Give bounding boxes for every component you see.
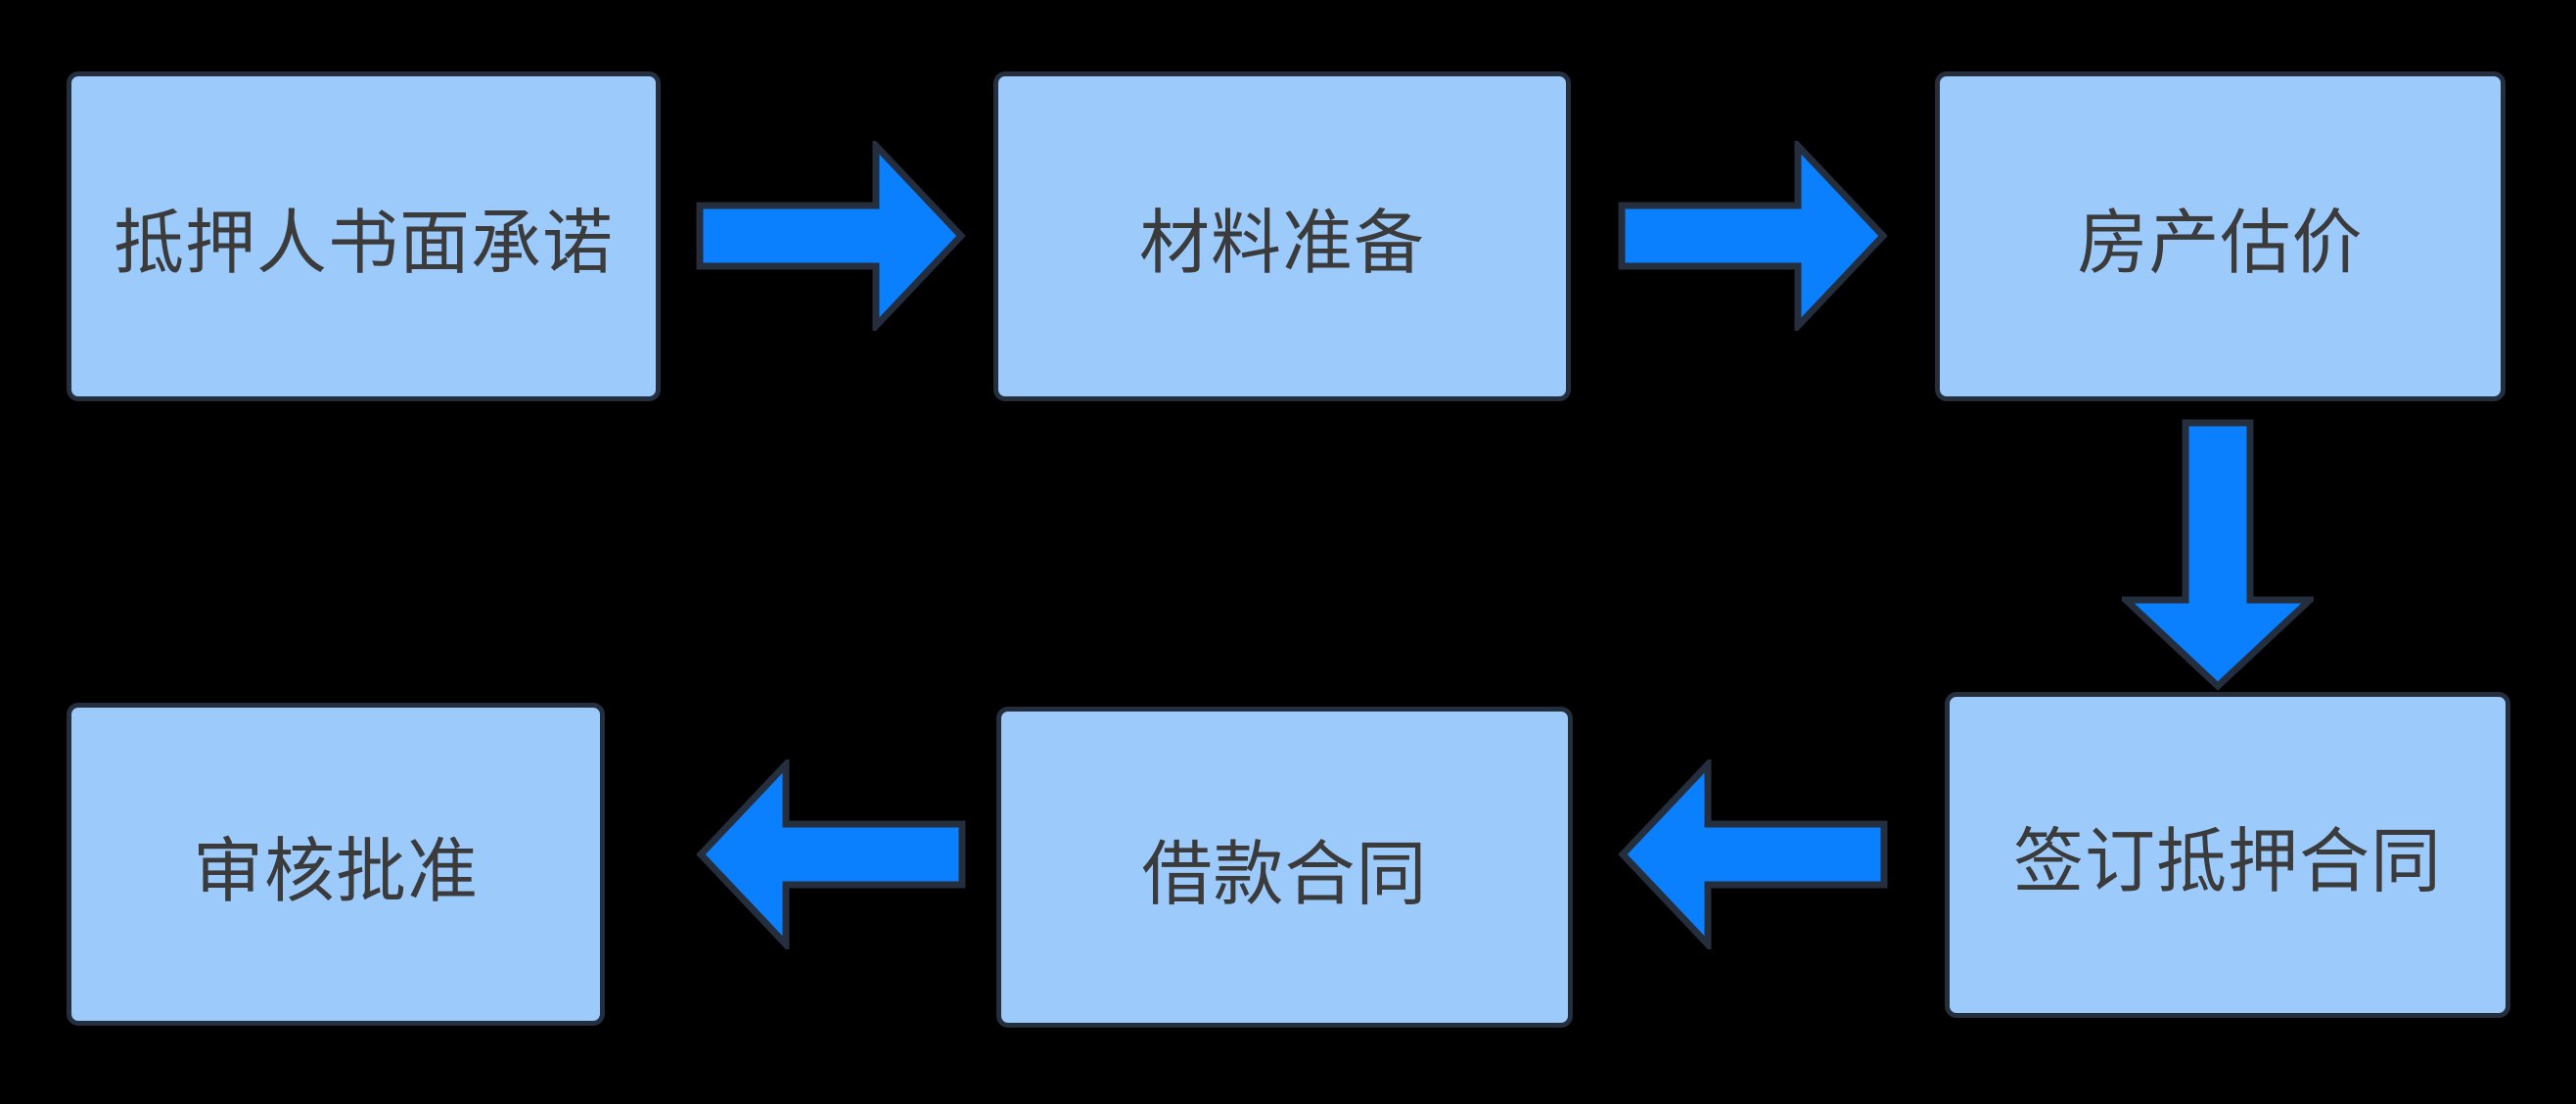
- node-label: 房产估价: [2077, 205, 2364, 283]
- arrow-left-icon-sign-contract-to-loan-contract: [1618, 759, 1888, 949]
- node-label: 借款合同: [1141, 835, 1428, 914]
- node-review-approval: 审核批准: [67, 703, 605, 1026]
- node-loan-contract: 借款合同: [996, 707, 1573, 1028]
- node-label: 审核批准: [192, 832, 479, 911]
- node-property-appraisal: 房产估价: [1935, 71, 2506, 401]
- node-label: 签订抵押合同: [2012, 823, 2442, 901]
- node-material-preparation: 材料准备: [993, 71, 1571, 401]
- arrow-right-icon-material-to-appraisal: [1618, 141, 1888, 331]
- node-mortgagor-written-commitment: 抵押人书面承诺: [67, 71, 661, 401]
- node-label: 抵押人书面承诺: [113, 205, 614, 283]
- node-sign-mortgage-contract: 签订抵押合同: [1945, 692, 2510, 1018]
- arrow-left-icon-loan-contract-to-approval: [696, 759, 966, 949]
- node-label: 材料准备: [1138, 205, 1425, 283]
- arrow-right-icon-commitment-to-material: [696, 141, 966, 331]
- arrow-down-icon-appraisal-to-sign-contract: [2122, 419, 2314, 691]
